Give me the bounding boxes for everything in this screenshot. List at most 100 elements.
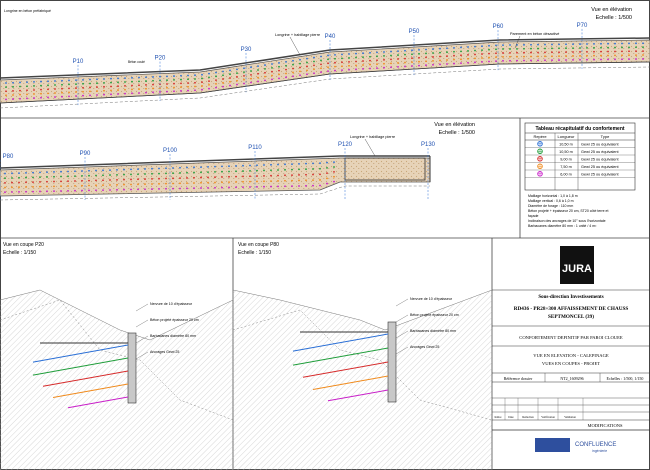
- anchor-point: [298, 168, 300, 171]
- anchor-point: [523, 55, 525, 58]
- anchor-point: [12, 90, 14, 92]
- anchor-point: [144, 183, 146, 186]
- anchor-point: [200, 181, 202, 184]
- anchor-point: [67, 185, 69, 187]
- anchor-point: [40, 88, 42, 91]
- anchor-point: [355, 56, 357, 59]
- anchor-point: [285, 60, 287, 63]
- anchor-point: [250, 77, 252, 80]
- anchor-point: [102, 174, 104, 177]
- anchor-point: [18, 172, 20, 174]
- anchor-point: [172, 172, 174, 175]
- anchor-point: [635, 58, 637, 60]
- anchor-point: [586, 58, 588, 61]
- anchor-point: [179, 177, 181, 180]
- anchor-point: [208, 72, 210, 75]
- tb-ref-value: NT2_1609296: [560, 376, 583, 381]
- anchor-point: [53, 180, 55, 183]
- anchor-point: [46, 180, 48, 183]
- legend-header-longueur: Longueur: [558, 134, 576, 139]
- anchor-point: [95, 169, 97, 172]
- anchor-point: [348, 68, 350, 71]
- anchor-point: [467, 50, 469, 52]
- anchor-point: [110, 77, 112, 80]
- anchor-point: [565, 55, 567, 57]
- anchor-point: [26, 81, 28, 84]
- anchor-point: [25, 190, 27, 193]
- anchor-point: [46, 190, 48, 193]
- anchor-point: [298, 179, 300, 182]
- anchor-point: [327, 66, 329, 69]
- anchor-point: [166, 90, 168, 93]
- anchor-point: [642, 50, 644, 52]
- anchor-point: [285, 64, 287, 67]
- anchor-point: [67, 170, 69, 173]
- legend-header-repere: Repère: [533, 134, 547, 139]
- anchor-point: [312, 168, 314, 170]
- revision-header: Date: [508, 416, 514, 419]
- anchor-point: [411, 49, 413, 52]
- anchor-point: [75, 79, 77, 82]
- anchor-point: [523, 59, 525, 62]
- profile-label: P60: [493, 24, 504, 30]
- anchor-point: [229, 77, 231, 79]
- anchor-point: [635, 42, 637, 45]
- profile-label: P100: [163, 148, 178, 154]
- anchor-point: [544, 51, 546, 54]
- anchor-point: [109, 189, 111, 191]
- anchor-point: [425, 52, 427, 55]
- anchor-point: [446, 47, 448, 50]
- anchor-point: [68, 83, 70, 86]
- nailed-wall-top: [0, 39, 650, 104]
- jura-logo-text: JURA: [562, 263, 592, 275]
- anchor-point: [390, 66, 392, 69]
- anchor-point: [235, 186, 237, 189]
- anchor-point: [292, 75, 294, 78]
- anchor-point: [158, 172, 160, 175]
- anchor-point: [179, 172, 181, 174]
- anchor-point: [236, 72, 238, 75]
- anchor-point: [75, 95, 77, 97]
- anchor-point: [221, 181, 223, 184]
- anchor-point: [25, 181, 27, 184]
- anchor-point: [229, 84, 231, 87]
- anchor-point: [271, 63, 273, 65]
- anchor-point: [152, 87, 154, 90]
- anchor-point: [60, 180, 62, 183]
- anchor-point: [362, 56, 364, 59]
- anchor-point: [284, 185, 286, 188]
- anchor-point: [277, 174, 279, 177]
- anchor-point: [137, 183, 139, 186]
- anchor-point: [82, 82, 84, 85]
- anchor-point: [32, 185, 34, 188]
- anchor-point: [642, 42, 644, 45]
- anchor-point: [130, 183, 132, 186]
- anchor-point: [376, 55, 378, 58]
- anchor-point: [32, 171, 34, 174]
- anchor-point: [123, 188, 125, 191]
- anchor-point: [40, 96, 42, 99]
- legend-length: 6,00 m: [560, 172, 572, 176]
- anchor-point: [117, 85, 119, 88]
- anchor-point: [96, 82, 98, 85]
- anchor-point: [172, 187, 174, 190]
- anchor-point: [369, 55, 371, 58]
- anchor-point: [565, 59, 567, 61]
- anchor-point: [180, 74, 182, 77]
- anchor-point: [144, 188, 146, 191]
- anchor-point: [26, 89, 28, 92]
- anchor-point: [334, 69, 336, 72]
- elevation-top: Vue en élévation Echelle : 1/500 Longrin…: [0, 7, 650, 109]
- anchor-point: [53, 190, 55, 193]
- anchor-point: [61, 95, 63, 98]
- anchor-point: [369, 63, 371, 66]
- anchor-point: [278, 65, 280, 68]
- anchor-point: [348, 60, 350, 63]
- anchor-point: [123, 178, 125, 181]
- anchor-point: [348, 57, 350, 59]
- anchor-point: [600, 46, 602, 49]
- anchor-point: [326, 172, 328, 175]
- anchor-point: [383, 51, 385, 53]
- anchor-point: [327, 58, 329, 61]
- anchor-point: [124, 84, 126, 87]
